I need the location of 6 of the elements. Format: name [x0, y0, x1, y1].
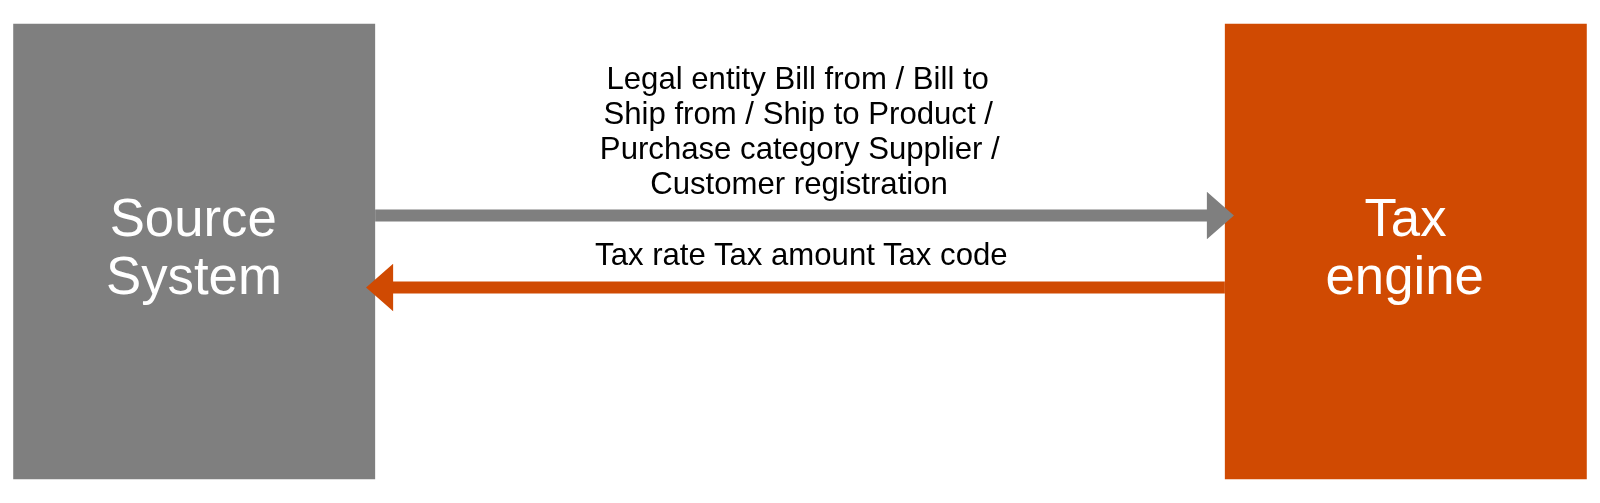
- arrow: [366, 263, 1225, 312]
- node-box: Source System: [13, 23, 376, 480]
- edge-label: Tax rate Tax amount Tax code: [595, 237, 1008, 273]
- arrow: [375, 191, 1234, 240]
- edge-label: Legal entity Bill from / Bill to Ship from / Ship to Product / Purchase category Supplier / Customer registration: [599, 61, 1000, 201]
- node-box: Tax engine: [1224, 23, 1587, 480]
